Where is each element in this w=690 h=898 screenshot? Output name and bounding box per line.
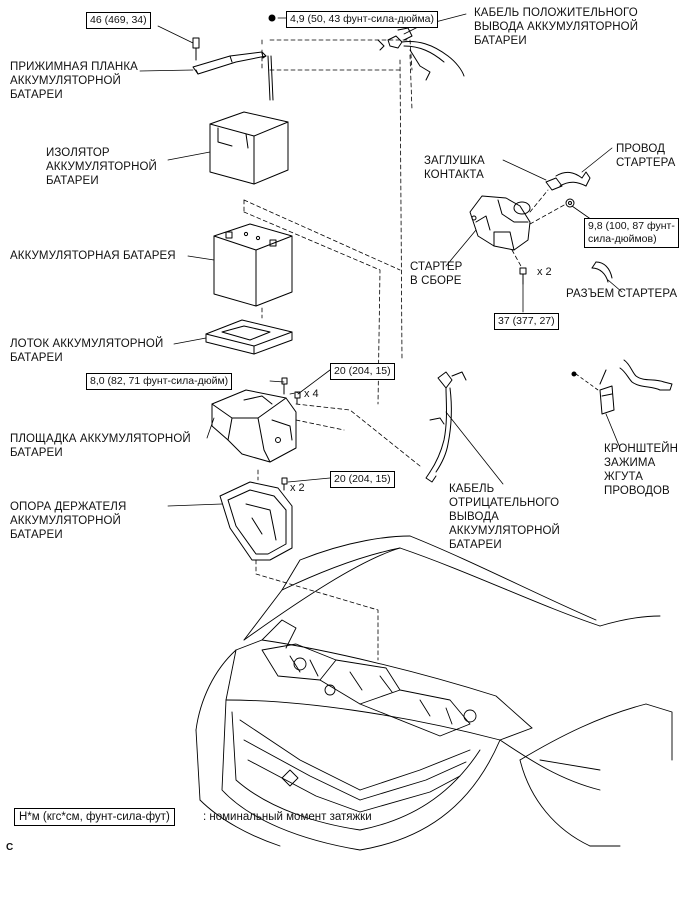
alignment-lines-starter	[511, 189, 567, 269]
small-nut-part	[268, 14, 276, 22]
legend-description: : номинальный момент затяжки	[203, 811, 372, 823]
starter-wire-part	[555, 171, 591, 208]
label-carrier-support: ОПОРА ДЕРЖАТЕЛЯ АККУМУЛЯТОРНОЙ БАТАРЕИ	[10, 501, 127, 541]
terminal-cap-part	[545, 177, 563, 191]
quantity-x2-starter: x 2	[537, 266, 552, 278]
quantity-x4: x 4	[304, 388, 319, 400]
label-starter-assembly: СТАРТЕР В СБОРЕ	[410, 261, 463, 287]
legend-torque-unit-box: Н*м (кгс*см, фунт-сила-фут)	[14, 808, 175, 826]
label-insulator: ИЗОЛЯТОР АККУМУЛЯТОРНОЙ БАТАРЕИ	[46, 147, 157, 187]
label-positive-cable: КАБЕЛЬ ПОЛОЖИТЕЛЬНОГО ВЫВОДА АККУМУЛЯТОР…	[474, 7, 639, 47]
torque-spec-4-9: 4,9 (50, 43 фунт-сила-дюйма)	[286, 11, 438, 28]
label-battery-carrier: ПЛОЩАДКА АККУМУЛЯТОРНОЙ БАТАРЕИ	[10, 433, 191, 459]
label-battery: АККУМУЛЯТОРНАЯ БАТАРЕЯ	[10, 250, 176, 262]
torque-spec-20-upper: 20 (204, 15)	[330, 363, 395, 380]
support-part	[219, 481, 293, 561]
alignment-lines-bracket	[575, 373, 599, 391]
label-starter-connector: РАЗЪЕМ СТАРТЕРА	[566, 288, 678, 300]
carrier-part	[211, 389, 297, 463]
label-terminal-cap: ЗАГЛУШКА КОНТАКТА	[424, 155, 485, 181]
torque-spec-46: 46 (469, 34)	[86, 12, 151, 29]
harness-bracket-part	[571, 359, 673, 415]
torque-spec-9-8: 9,8 (100, 87 фунт- сила-дюймов)	[584, 218, 679, 248]
label-starter-wire: ПРОВОД СТАРТЕРА	[616, 143, 676, 169]
label-hold-down-clamp: ПРИЖИМНАЯ ПЛАНКА АККУМУЛЯТОРНОЙ БАТАРЕИ	[10, 61, 138, 101]
negative-cable-part	[425, 371, 467, 483]
alignment-lines-stack	[243, 199, 421, 661]
corner-mark: C	[6, 842, 14, 853]
battery-part	[213, 223, 293, 307]
insulator-part	[209, 111, 289, 185]
vehicle-front-illustration	[195, 535, 673, 851]
label-negative-cable: КАБЕЛЬ ОТРИЦАТЕЛЬНОГО ВЫВОДА АККУМУЛЯТОР…	[449, 483, 560, 551]
starter-connector-part	[591, 261, 613, 283]
tray-part	[205, 319, 293, 355]
label-harness-bracket: КРОНШТЕЙН ЗАЖИМА ЖГУТА ПРОВОДОВ	[604, 443, 679, 497]
starter-bolt	[519, 267, 527, 285]
torque-spec-37: 37 (377, 27)	[494, 313, 559, 330]
leader-lines	[139, 13, 623, 507]
torque-spec-8-0: 8,0 (82, 71 фунт-сила-дюйм)	[86, 373, 233, 390]
torque-spec-20-lower: 20 (204, 15)	[330, 471, 395, 488]
quantity-x2-carrier: x 2	[290, 482, 305, 494]
starter-part	[469, 195, 531, 251]
hold-down-clamp-part	[192, 37, 274, 101]
label-battery-tray: ЛОТОК АККУМУЛЯТОРНОЙ БАТАРЕИ	[10, 338, 164, 364]
alignment-lines-upper	[261, 39, 413, 361]
positive-cable-part	[377, 27, 465, 81]
carrier-bolts	[281, 377, 301, 491]
